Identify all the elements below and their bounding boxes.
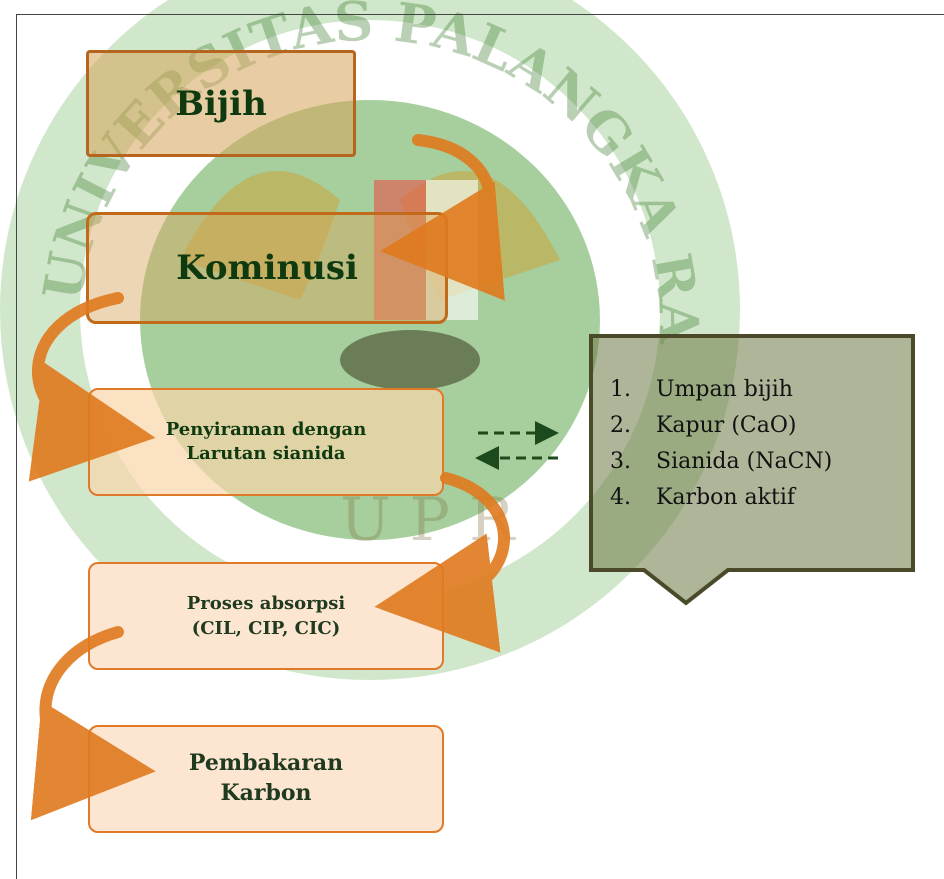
step-absorpsi: Proses absorpsi (CIL, CIP, CIC) — [88, 562, 444, 670]
list-text: Kapur (CaO) — [656, 413, 797, 438]
list-number: 3. — [610, 449, 631, 474]
step-label: Kominusi — [176, 248, 358, 288]
list-number: 2. — [610, 413, 631, 438]
step-bijih: Bijih — [86, 50, 356, 157]
list-text: Umpan bijih — [656, 377, 793, 402]
step-pembakaran: Pembakaran Karbon — [88, 725, 444, 833]
list-item: 3. Sianida (NaCN) — [610, 444, 832, 480]
step-kominusi: Kominusi — [86, 212, 448, 324]
slide-frame — [16, 14, 944, 879]
list-number: 1. — [610, 377, 631, 402]
list-number: 4. — [610, 485, 631, 510]
list-text: Karbon aktif — [656, 485, 796, 510]
list-item: 1. Umpan bijih — [610, 372, 832, 408]
list-text: Sianida (NaCN) — [656, 449, 833, 474]
inputs-list: 1. Umpan bijih 2. Kapur (CaO) 3. Sianida (N… — [610, 372, 832, 516]
inputs-callout — [589, 334, 915, 606]
step-label: Pembakaran Karbon — [188, 750, 344, 806]
list-item: 2. Kapur (CaO) — [610, 408, 832, 444]
step-label: Penyiraman dengan Larutan sianida — [165, 418, 367, 464]
list-item: 4. Karbon aktif — [610, 480, 832, 516]
step-label: Proses absorpsi (CIL, CIP, CIC) — [186, 592, 346, 639]
step-label: Bijih — [175, 83, 267, 124]
step-penyiraman: Penyiraman dengan Larutan sianida — [88, 388, 444, 496]
